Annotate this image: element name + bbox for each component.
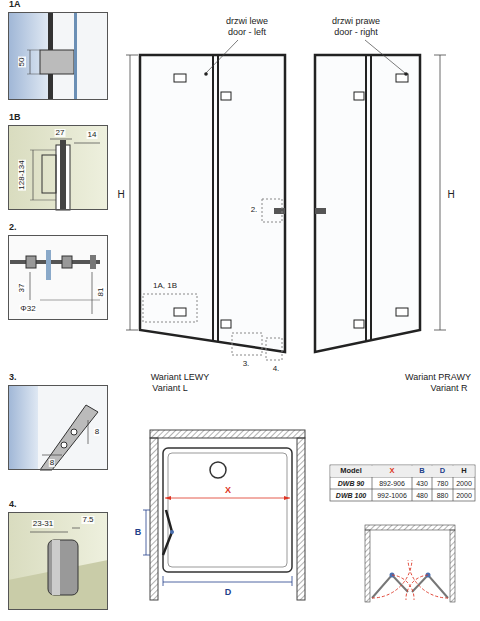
detail-heading: 1A: [9, 0, 21, 9]
dimension: H: [446, 190, 455, 200]
table-cell: 780: [437, 480, 449, 487]
callout-number: 3.: [242, 360, 251, 368]
dimension: 128-134: [18, 159, 26, 190]
variant-label: Wariant LEWY: [151, 373, 210, 382]
dimension: X: [224, 486, 232, 495]
table-cell: DWB 100: [336, 492, 366, 499]
callout-number: 1A, 1B: [152, 282, 178, 290]
callout-number: 4.: [272, 365, 281, 373]
table-cell: H: [461, 467, 466, 475]
detail-panel: 4.: [8, 512, 108, 610]
detail-heading: 3.: [9, 372, 17, 382]
dimension: 8: [49, 459, 55, 467]
variant-label: Wariant PRAWY: [405, 373, 471, 382]
detail-heading: 1B: [9, 112, 21, 122]
dimension: Φ32: [19, 305, 36, 313]
table-cell: 480: [416, 492, 428, 499]
dimension: 23-31: [32, 520, 54, 528]
dimension: 14: [87, 131, 98, 139]
table-cell: DWB 90: [338, 480, 364, 487]
door-label: door - right: [334, 28, 378, 37]
table-cell: 2000: [456, 480, 472, 487]
table-cell: B: [419, 467, 424, 475]
table-cell: 2000: [456, 492, 472, 499]
dimension: 7.5: [81, 516, 94, 524]
dimension: B: [134, 528, 143, 537]
dimension: D: [224, 588, 233, 597]
table-cell: 880: [437, 492, 449, 499]
table-cell: X: [389, 467, 394, 475]
dimension: 37: [18, 283, 26, 294]
table-cell: 430: [416, 480, 428, 487]
table-cell: D: [440, 467, 445, 475]
dimension: 50: [18, 57, 26, 68]
dimension: 8: [94, 428, 100, 436]
door-label: drzwi lewe: [226, 17, 268, 26]
table-cell: Model: [340, 467, 362, 475]
dimension: H: [116, 190, 125, 200]
callout-number: 2.: [250, 206, 259, 214]
dimension: 81: [97, 287, 105, 298]
detail-heading: 2.: [9, 222, 17, 232]
table-cell: 992-1006: [377, 492, 407, 499]
variant-label: Variant R: [431, 384, 468, 393]
table-cell: 892-906: [379, 480, 405, 487]
variant-label: Variant L: [152, 384, 187, 393]
door-label: door - left: [228, 28, 266, 37]
dimension: 27: [55, 129, 66, 137]
detail-heading: 4.: [9, 499, 17, 509]
door-label: drzwi prawe: [332, 17, 380, 26]
